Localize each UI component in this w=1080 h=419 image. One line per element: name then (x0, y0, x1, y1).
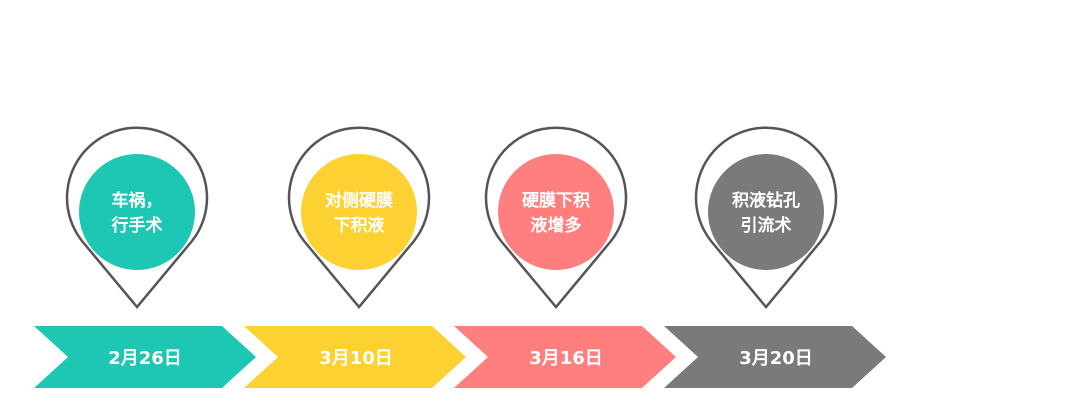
event-label-1-line-1: 车祸， (112, 190, 163, 211)
event-label-4-line-2: 引流术 (741, 215, 792, 236)
date-chevron-1 (34, 326, 256, 388)
date-chevron-4 (664, 326, 886, 388)
timeline-event-3: 硬膜下积 液增多 3月16日 (454, 126, 676, 388)
event-label-3-line-1: 硬膜下积 (522, 190, 590, 211)
event-date-2: 3月10日 (319, 348, 393, 369)
timeline-event-4: 积液钻孔 引流术 3月20日 (664, 126, 886, 388)
event-circle-1 (79, 154, 195, 270)
timeline-event-1: 车祸， 行手术 2月26日 (34, 126, 256, 388)
event-label-2-line-1: 对侧硬膜 (325, 190, 393, 211)
timeline-event-2: 对侧硬膜 下积液 3月10日 (244, 126, 466, 388)
event-label-4-line-1: 积液钻孔 (732, 190, 800, 211)
event-date-4: 3月20日 (739, 348, 813, 369)
event-date-3: 3月16日 (529, 348, 603, 369)
event-label-1-line-2: 行手术 (111, 215, 163, 236)
event-circle-2 (301, 154, 417, 270)
date-chevron-3 (454, 326, 676, 388)
event-date-1: 2月26日 (108, 348, 182, 369)
date-chevron-2 (244, 326, 466, 388)
event-label-2-line-2: 下积液 (334, 215, 385, 236)
event-label-3-line-2: 液增多 (531, 215, 582, 236)
event-circle-3 (498, 154, 614, 270)
event-circle-4 (708, 154, 824, 270)
